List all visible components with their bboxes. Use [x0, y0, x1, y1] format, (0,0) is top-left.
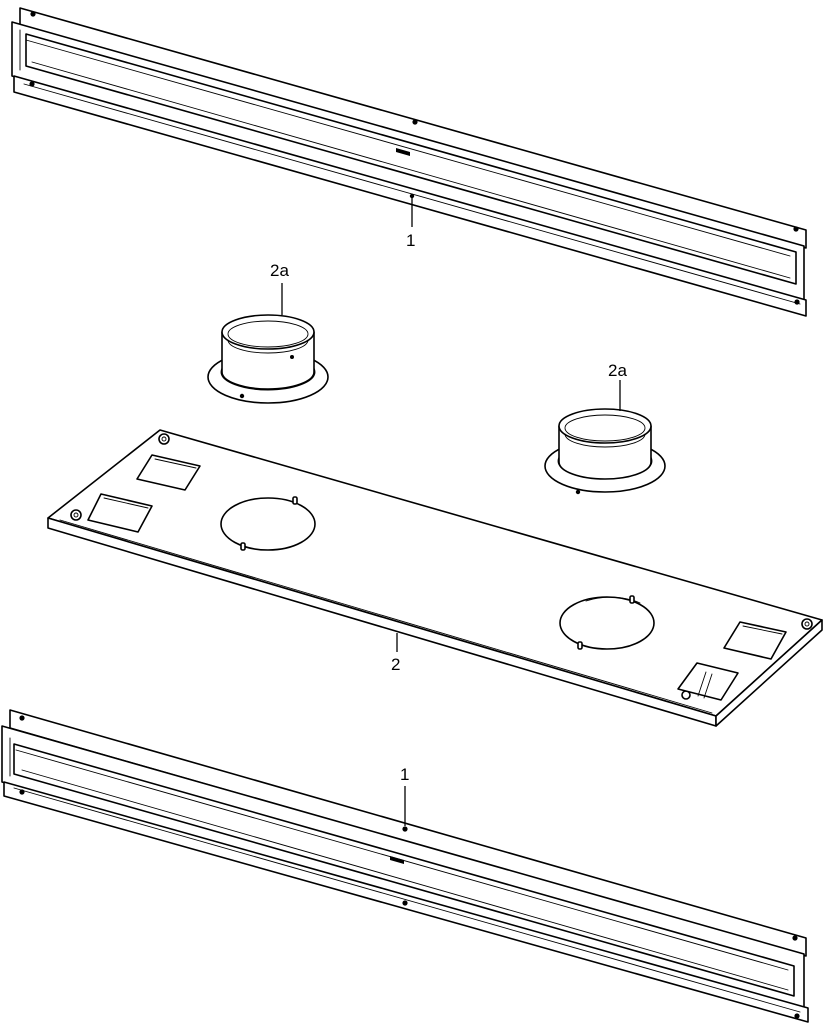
- plate-screw: [158, 433, 170, 445]
- top-rail-hole: [412, 119, 418, 125]
- left-collar: 2a: [207, 261, 329, 404]
- plate-callout: 2: [391, 655, 400, 674]
- top-rail-hole: [29, 81, 35, 87]
- bottom-rail-hole: [19, 715, 25, 721]
- bottom-rail-hole: [19, 789, 25, 795]
- bottom-rail-callout: 1: [400, 765, 409, 784]
- top-rail-hole: [793, 226, 799, 232]
- left-collar-callout: 2a: [270, 261, 289, 280]
- plate-screw: [801, 618, 813, 630]
- top-rail-hole: [794, 299, 800, 305]
- top-rail-callout: 1: [406, 231, 415, 250]
- plate-screw: [70, 509, 82, 521]
- right-collar-callout: 2a: [608, 361, 627, 380]
- bottom-rail-hole: [794, 1013, 800, 1019]
- bottom-rail: 1: [1, 709, 809, 1023]
- bottom-rail-hole: [792, 935, 798, 941]
- top-rail-hole: [30, 11, 36, 17]
- bottom-rail-hole: [402, 826, 408, 832]
- right-collar: 2a: [544, 361, 666, 495]
- bottom-rail-hole: [402, 900, 408, 906]
- top-rail: 1: [11, 7, 807, 317]
- base-plate: 2: [47, 429, 823, 727]
